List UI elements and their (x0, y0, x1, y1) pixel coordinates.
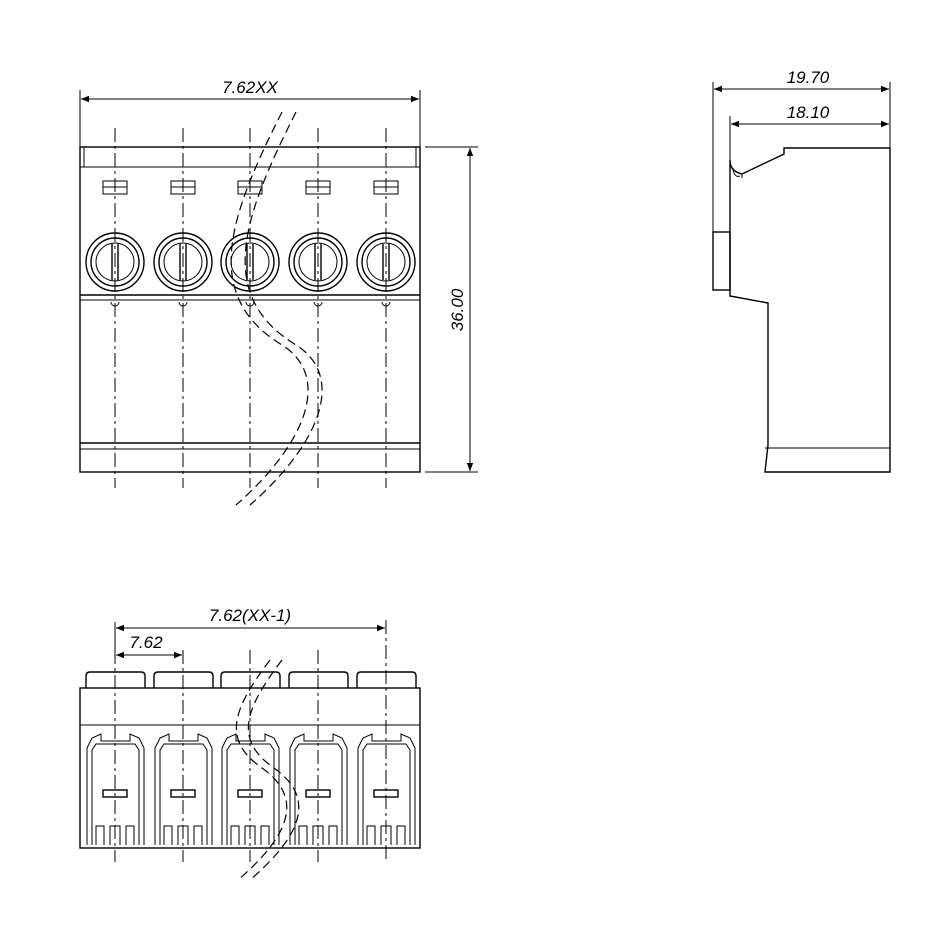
front-centerlines (114, 128, 387, 488)
bottom-centerlines (114, 620, 387, 862)
bottom-caps (85, 671, 417, 688)
body-depth-label: 18.10 (787, 103, 830, 122)
body-depth-dimension: 18.10 (729, 103, 889, 160)
height-dimension-label: 36.00 (448, 288, 467, 331)
span-dimension-label: 7.62(XX-1) (209, 606, 291, 625)
terminal-cells (86, 733, 416, 845)
width-dimension: 7.62XX (79, 78, 421, 147)
break-line (230, 111, 323, 506)
side-body-outline (729, 147, 891, 473)
span-dimension: 7.62(XX-1) (114, 606, 385, 650)
bottom-view: 7.62(XX-1) 7.62 (79, 606, 421, 881)
side-view: 19.70 18.10 (712, 68, 891, 473)
bottom-break-line (235, 659, 300, 881)
overall-depth-label: 19.70 (787, 68, 830, 87)
height-dimension: 36.00 (425, 146, 478, 473)
overall-depth-dimension: 19.70 (712, 68, 891, 232)
side-screw-stub (712, 231, 731, 291)
width-dimension-label: 7.62XX (222, 78, 278, 97)
front-view: 7.62XX 36.00 (79, 78, 478, 506)
pitch-dimension: 7.62 (116, 633, 184, 660)
pitch-dimension-label: 7.62 (129, 633, 163, 652)
